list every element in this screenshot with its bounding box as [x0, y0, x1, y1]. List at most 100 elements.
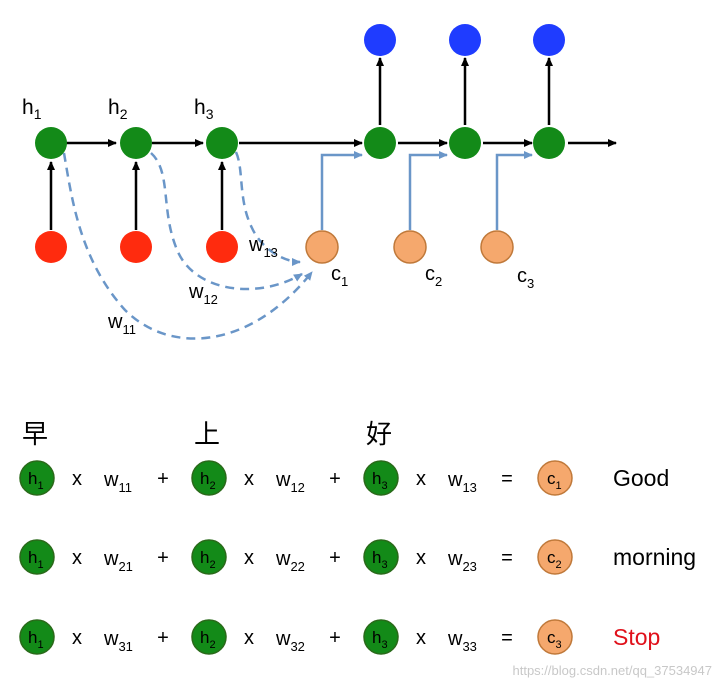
plus-sign: + — [157, 627, 169, 649]
equals-sign: = — [501, 547, 513, 569]
decoder-node-1 — [364, 127, 396, 159]
eq-hidden-node — [19, 539, 55, 575]
h3-to-c1-dashed-curve — [234, 151, 301, 266]
label-w11: w11 — [107, 311, 136, 337]
watermark-text: https://blog.csdn.net/qq_37534947 — [513, 663, 713, 678]
eq-weight-label: w11 — [103, 469, 132, 495]
times-sign: x — [244, 627, 254, 649]
eq-weight-label: w23 — [447, 548, 477, 574]
times-sign: x — [72, 627, 82, 649]
times-sign: x — [416, 547, 426, 569]
input-nodes — [35, 231, 238, 263]
label-c1: c1 — [331, 263, 348, 289]
label-w13: w13 — [248, 234, 278, 260]
label-h3: h3 — [194, 96, 214, 122]
c2-to-d2-arrow — [408, 151, 448, 230]
plus-sign: + — [329, 468, 341, 490]
hidden-node-h2 — [120, 127, 152, 159]
eq-hidden-node — [191, 460, 227, 496]
eq-context-node — [537, 539, 573, 575]
encoder-labels: h1 h2 h3 — [22, 96, 214, 122]
equation-row-2: h1 x w21 + h2 x w22 + h3 x w23 = c2 morning — [19, 539, 696, 575]
output-node-3 — [533, 24, 565, 56]
context-labels: c1 c2 c3 — [331, 263, 534, 291]
output-word: morning — [613, 544, 696, 570]
hidden-node-h1 — [35, 127, 67, 159]
context-node-c2 — [393, 230, 427, 264]
decoder-node-3 — [533, 127, 565, 159]
label-c3: c3 — [517, 265, 534, 291]
eq-weight-label: w31 — [103, 628, 133, 654]
eq-weight-label: w13 — [447, 469, 477, 495]
h2-to-c1-dashed-curve — [150, 152, 303, 291]
context-to-decoder-arrows — [320, 151, 533, 230]
times-sign: x — [72, 468, 82, 490]
h1-to-c1-dashed-curve — [62, 152, 313, 340]
output-word: Stop — [613, 624, 660, 650]
eq-weight-label: w32 — [275, 628, 305, 654]
equals-sign: = — [501, 627, 513, 649]
eq-weight-label: w33 — [447, 628, 477, 654]
eq-context-label: c1 — [547, 469, 562, 492]
eq-hidden-label: h2 — [200, 628, 216, 651]
label-h1: h1 — [22, 96, 42, 122]
eq-hidden-node — [19, 619, 55, 655]
eq-context-node — [537, 460, 573, 496]
input-to-hidden-arrows — [47, 161, 226, 230]
eq-hidden-label: h3 — [372, 628, 388, 651]
eq-hidden-node — [363, 460, 399, 496]
context-node-c1 — [305, 230, 339, 264]
eq-context-label: c2 — [547, 548, 562, 571]
label-h2: h2 — [108, 96, 128, 122]
eq-hidden-node — [363, 619, 399, 655]
chinese-word-1: 早 — [22, 419, 48, 449]
eq-hidden-node — [191, 539, 227, 575]
decoder-node-2 — [449, 127, 481, 159]
eq-weight-label: w22 — [275, 548, 305, 574]
eq-hidden-label: h1 — [28, 548, 44, 571]
equals-sign: = — [501, 468, 513, 490]
context-nodes — [305, 230, 514, 264]
chinese-words: 早 上 好 — [22, 419, 392, 449]
label-c2: c2 — [425, 263, 442, 289]
eq-context-label: c3 — [547, 628, 562, 651]
output-nodes — [364, 24, 565, 56]
times-sign: x — [72, 547, 82, 569]
plus-sign: + — [329, 627, 341, 649]
plus-sign: + — [157, 547, 169, 569]
eq-hidden-node — [363, 539, 399, 575]
eq-hidden-node — [191, 619, 227, 655]
equation-row-3: h1 x w31 + h2 x w32 + h3 x w33 = c3 Stop — [19, 619, 660, 655]
output-node-2 — [449, 24, 481, 56]
eq-weight-label: w21 — [103, 548, 133, 574]
eq-hidden-label: h1 — [28, 469, 44, 492]
weight-labels: w13 w12 w11 — [107, 234, 278, 337]
input-node-1 — [35, 231, 67, 263]
attention-dashed-curves — [62, 151, 313, 340]
c3-to-d3-arrow — [495, 151, 533, 230]
input-node-3 — [206, 231, 238, 263]
plus-sign: + — [329, 547, 341, 569]
output-word: Good — [613, 465, 669, 491]
times-sign: x — [244, 468, 254, 490]
eq-hidden-label: h2 — [200, 548, 216, 571]
times-sign: x — [416, 627, 426, 649]
eq-hidden-label: h1 — [28, 628, 44, 651]
chinese-word-3: 好 — [366, 419, 392, 449]
plus-sign: + — [157, 468, 169, 490]
eq-hidden-node — [19, 460, 55, 496]
context-node-c3 — [480, 230, 514, 264]
eq-hidden-label: h2 — [200, 469, 216, 492]
hidden-node-h3 — [206, 127, 238, 159]
chinese-word-2: 上 — [194, 419, 220, 449]
eq-hidden-label: h3 — [372, 548, 388, 571]
times-sign: x — [244, 547, 254, 569]
equations: h1 x w11 + h2 x w12 + h3 x w13 = c1 Good h1 x w21 + h2 x w22… — [19, 460, 696, 655]
output-node-1 — [364, 24, 396, 56]
c1-to-d1-arrow — [320, 151, 363, 230]
eq-weight-label: w12 — [275, 469, 305, 495]
eq-hidden-label: h3 — [372, 469, 388, 492]
